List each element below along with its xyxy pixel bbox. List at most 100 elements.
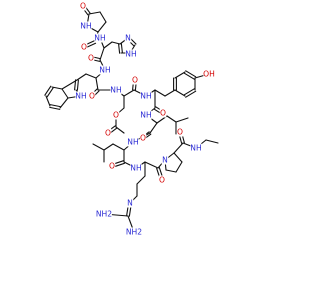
atom-label-bg-nh-pyroglu: [80, 21, 92, 31]
atom-label-nh-trp: NH: [99, 66, 110, 75]
double-bond-107: [44, 85, 52, 96]
atom-label-o-pro: O: [177, 128, 183, 137]
atom-label-bg-nh-trp: [99, 65, 111, 75]
bond-25: [51, 86, 63, 90]
atom-label-bg-o-leu2: [108, 161, 116, 171]
atom-label-bg-o-leu1: [139, 133, 147, 143]
atom-label-bg-nh2-guan-top: [126, 227, 142, 237]
double-bond-104: [49, 104, 61, 108]
bond-75: [205, 139, 219, 144]
bond-2: [99, 11, 107, 23]
atom-label-bg-n-guan: [126, 198, 134, 208]
double-bond-109: [183, 88, 195, 96]
atom-label-bg-nh2-guan-left: [96, 209, 112, 219]
atom-label-nh2-guan-top: NH2: [126, 228, 142, 237]
atom-label-nh-pyroglu: NH: [80, 22, 91, 31]
bond-46: [166, 115, 177, 123]
bond-60: [136, 175, 146, 185]
atom-label-nh-ser: NH: [110, 86, 121, 95]
atom-label-bg-o-trp: [88, 91, 96, 101]
bond-38: [174, 89, 186, 97]
bond-22: [61, 88, 69, 99]
bond-68: [173, 152, 183, 163]
atom-label-o-pyroglu: O: [80, 2, 86, 11]
atom-label-n-imid-1: N: [125, 34, 131, 43]
double-bond-103: [76, 79, 79, 91]
bond-24: [45, 95, 51, 107]
bond-49: [149, 122, 158, 134]
atom-label-o-tyr: O: [160, 109, 166, 118]
atom-label-nh-arg: NH: [130, 164, 141, 173]
atom-label-ho-tyr: OH: [203, 70, 215, 79]
atom-label-nh-tyr: NH: [140, 92, 151, 101]
atom-label-bg-nh-his: [94, 33, 106, 43]
atom-label-bg-o-ser: [131, 75, 139, 85]
atom-label-bg-ho-tyr: [203, 69, 215, 79]
bond-72: [173, 142, 184, 154]
atom-label-bg-o-pyroglu: [79, 1, 87, 11]
bond-47: [175, 117, 189, 123]
double-bond-101: [118, 43, 121, 54]
atom-label-bg-nh-ethyl: [190, 143, 202, 153]
double-bond-100: [120, 43, 123, 54]
bond-53: [103, 143, 114, 151]
bond-36: [154, 89, 166, 97]
atom-label-bg-o-ser-ester: [112, 110, 120, 120]
double-bond-110: [185, 70, 197, 78]
atom-label-nh-his: NH: [94, 34, 105, 43]
atom-label-n-pro: N: [162, 156, 168, 165]
atom-label-o-his: O: [88, 54, 94, 63]
atom-label-nh-indole: NH: [75, 92, 86, 101]
bond-19: [61, 79, 78, 90]
bond-23: [59, 97, 69, 109]
atom-label-o-leu2: O: [109, 162, 115, 171]
atom-label-bg-o-tyr: [159, 108, 167, 118]
atom-label-o-trp: O: [89, 92, 95, 101]
double-bond-105: [49, 106, 61, 110]
atom-label-bg-n-imid-1: [124, 33, 132, 43]
atom-label-bg-nh-tyr: [140, 91, 152, 101]
atom-label-bg-nh-ser: [110, 85, 122, 95]
atom-label-bg-nh-indole: [75, 91, 87, 101]
atom-label-bg-o-arg: [158, 175, 166, 185]
atom-label-nh-ethyl: NH: [190, 144, 201, 153]
atom-label-o-ser: O: [132, 76, 138, 85]
atom-label-o-arg: O: [159, 176, 165, 185]
atom-label-bg-o-acetyl: [104, 128, 112, 138]
atom-label-o-leu1: O: [140, 134, 146, 143]
atom-label-o-acetyl: O: [105, 129, 111, 138]
bond-18: [76, 73, 87, 81]
atom-label-nh-leu1: NH: [140, 111, 151, 120]
double-bond-106: [46, 87, 54, 98]
bond-65: [144, 161, 159, 169]
bond-69: [175, 161, 183, 173]
bond-14: [99, 47, 105, 61]
atom-label-bg-o-pyroglu-amide: [80, 42, 88, 52]
double-bond-102: [74, 79, 77, 91]
bond-1: [88, 11, 101, 15]
atom-label-bg-nh-leu1: [140, 110, 152, 120]
atom-label-nh-imid-2: NH: [125, 50, 136, 59]
atom-label-nh-leu2: NH: [127, 138, 138, 147]
atom-label-bg-nh-leu2: [127, 137, 139, 147]
bond-70: [165, 169, 177, 173]
bond-3: [97, 21, 107, 33]
bond-9: [103, 41, 113, 49]
bond-17: [85, 73, 97, 79]
atom-label-bg-o-pro: [176, 127, 184, 137]
atom-label-bg-n-pro: [161, 155, 169, 165]
double-bond-108: [185, 90, 197, 98]
atom-label-bg-nh-imid-2: [125, 49, 137, 59]
bond-40: [174, 71, 186, 79]
bond-26: [95, 77, 99, 91]
atom-label-bg-nh-arg: [130, 163, 142, 173]
atom-label-o-pyroglu-amide: O: [81, 43, 87, 52]
bond-37: [164, 89, 176, 97]
atom-label-nh2-guan-left: NH2: [96, 210, 112, 219]
bond-33: [123, 89, 135, 97]
atom-label-o-ser-ester: O: [113, 111, 119, 120]
bond-52: [112, 143, 125, 151]
atom-label-n-guan: N: [127, 199, 133, 208]
